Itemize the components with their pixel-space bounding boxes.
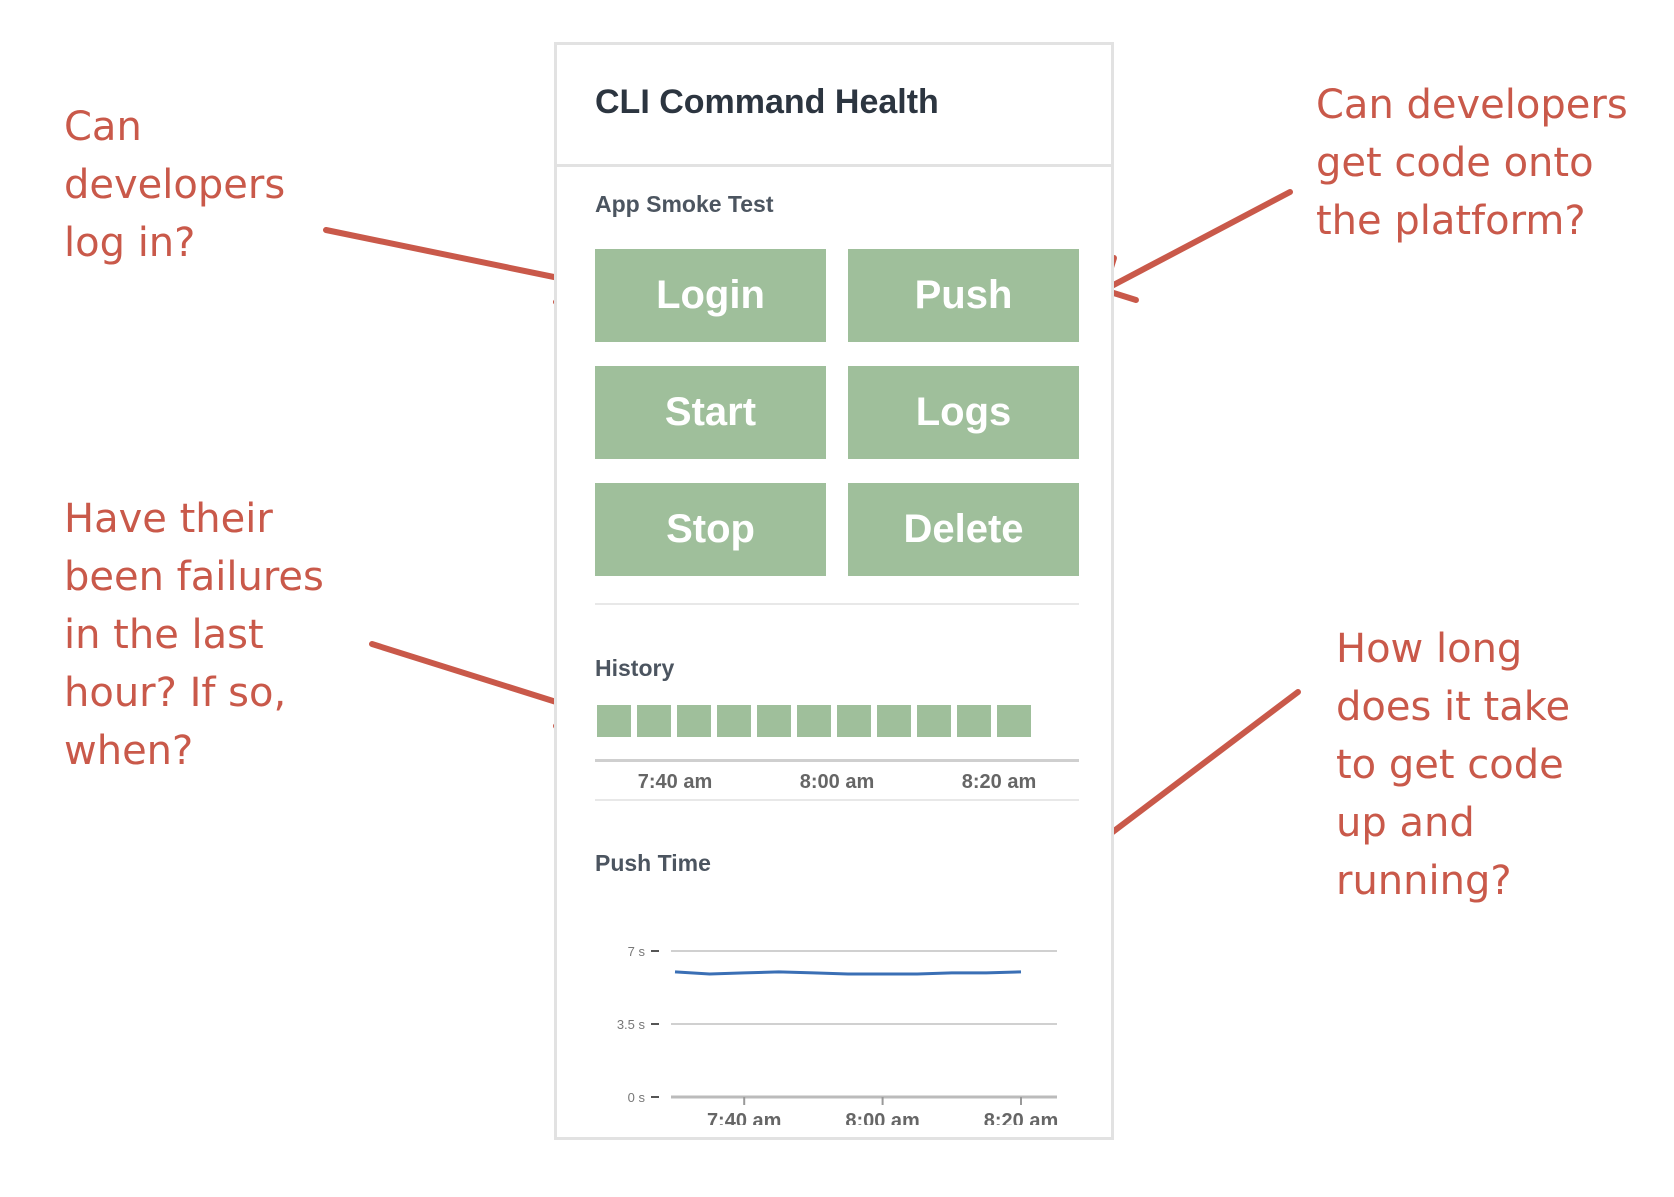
y-tick-label: 3.5 s bbox=[617, 1017, 646, 1032]
x-tick-label: 8:20 am bbox=[984, 1110, 1059, 1125]
annotation-push: Can developers get code onto the platform? bbox=[1316, 76, 1656, 250]
arrow-login-shaft bbox=[323, 227, 591, 287]
history-cell bbox=[597, 705, 631, 737]
section-divider bbox=[595, 603, 1079, 605]
section-divider bbox=[595, 799, 1079, 801]
cli-command-health-panel: CLI Command Health App Smoke Test Login … bbox=[554, 42, 1114, 1140]
history-cell bbox=[917, 705, 951, 737]
annotation-line: the platform? bbox=[1316, 198, 1586, 244]
push-time-chart: 7 s 3.5 s 0 s 7:40 am 8:00 am 8:20 am bbox=[617, 944, 1059, 1125]
history-axis bbox=[595, 759, 1079, 762]
annotation-line: How long bbox=[1336, 626, 1523, 672]
history-tick-label: 8:20 am bbox=[961, 771, 1037, 793]
annotation-login: Can developers log in? bbox=[64, 98, 364, 272]
delete-status-button[interactable]: Delete bbox=[848, 483, 1079, 576]
push-status-button[interactable]: Push bbox=[848, 249, 1079, 342]
login-status-button[interactable]: Login bbox=[595, 249, 826, 342]
annotation-line: does it take bbox=[1336, 684, 1571, 730]
y-tick-label: 7 s bbox=[628, 944, 646, 959]
history-cell bbox=[757, 705, 791, 737]
smoke-test-label: App Smoke Test bbox=[595, 191, 774, 217]
smoke-test-grid: Login Push Start Logs Stop Delete bbox=[595, 249, 1079, 576]
annotation-line: in the last bbox=[64, 612, 264, 658]
annotation-history: Have their been failures in the last hour? … bbox=[64, 490, 364, 780]
history-cell bbox=[637, 705, 671, 737]
annotation-line: Can bbox=[64, 104, 142, 150]
annotation-line: developers bbox=[64, 162, 286, 208]
stop-status-button[interactable]: Stop bbox=[595, 483, 826, 576]
history-tick-label: 7:40 am bbox=[637, 771, 713, 793]
annotation-push-time: How long does it take to get code up and run… bbox=[1336, 620, 1636, 910]
history-cell bbox=[677, 705, 711, 737]
panel-title: CLI Command Health bbox=[595, 83, 939, 121]
annotation-line: running? bbox=[1336, 858, 1512, 904]
annotation-line: log in? bbox=[64, 220, 196, 266]
annotation-line: been failures bbox=[64, 554, 324, 600]
arrow-push-shaft bbox=[1101, 189, 1293, 293]
history-label: History bbox=[595, 655, 675, 681]
history-cell bbox=[717, 705, 751, 737]
annotation-line: Have their bbox=[64, 496, 273, 542]
history-cell bbox=[877, 705, 911, 737]
history-cell bbox=[837, 705, 871, 737]
push-time-label: Push Time bbox=[595, 850, 711, 876]
annotation-line: up and bbox=[1336, 800, 1475, 846]
annotation-line: when? bbox=[64, 728, 194, 774]
annotation-line: to get code bbox=[1336, 742, 1564, 788]
logs-status-button[interactable]: Logs bbox=[848, 366, 1079, 459]
start-status-button[interactable]: Start bbox=[595, 366, 826, 459]
history-cell bbox=[957, 705, 991, 737]
x-tick-label: 7:40 am bbox=[707, 1110, 782, 1125]
history-strip bbox=[597, 705, 1031, 737]
push-time-series-line bbox=[674, 970, 1022, 976]
history-tick-label: 8:00 am bbox=[799, 771, 875, 793]
x-tick-label: 8:00 am bbox=[845, 1110, 920, 1125]
annotation-line: Can developers bbox=[1316, 82, 1628, 128]
history-cell bbox=[997, 705, 1031, 737]
annotation-line: hour? If so, bbox=[64, 670, 287, 716]
y-tick-label: 0 s bbox=[628, 1090, 646, 1105]
panel-header: CLI Command Health bbox=[557, 45, 1111, 167]
annotation-line: get code onto bbox=[1316, 140, 1594, 186]
history-cell bbox=[797, 705, 831, 737]
